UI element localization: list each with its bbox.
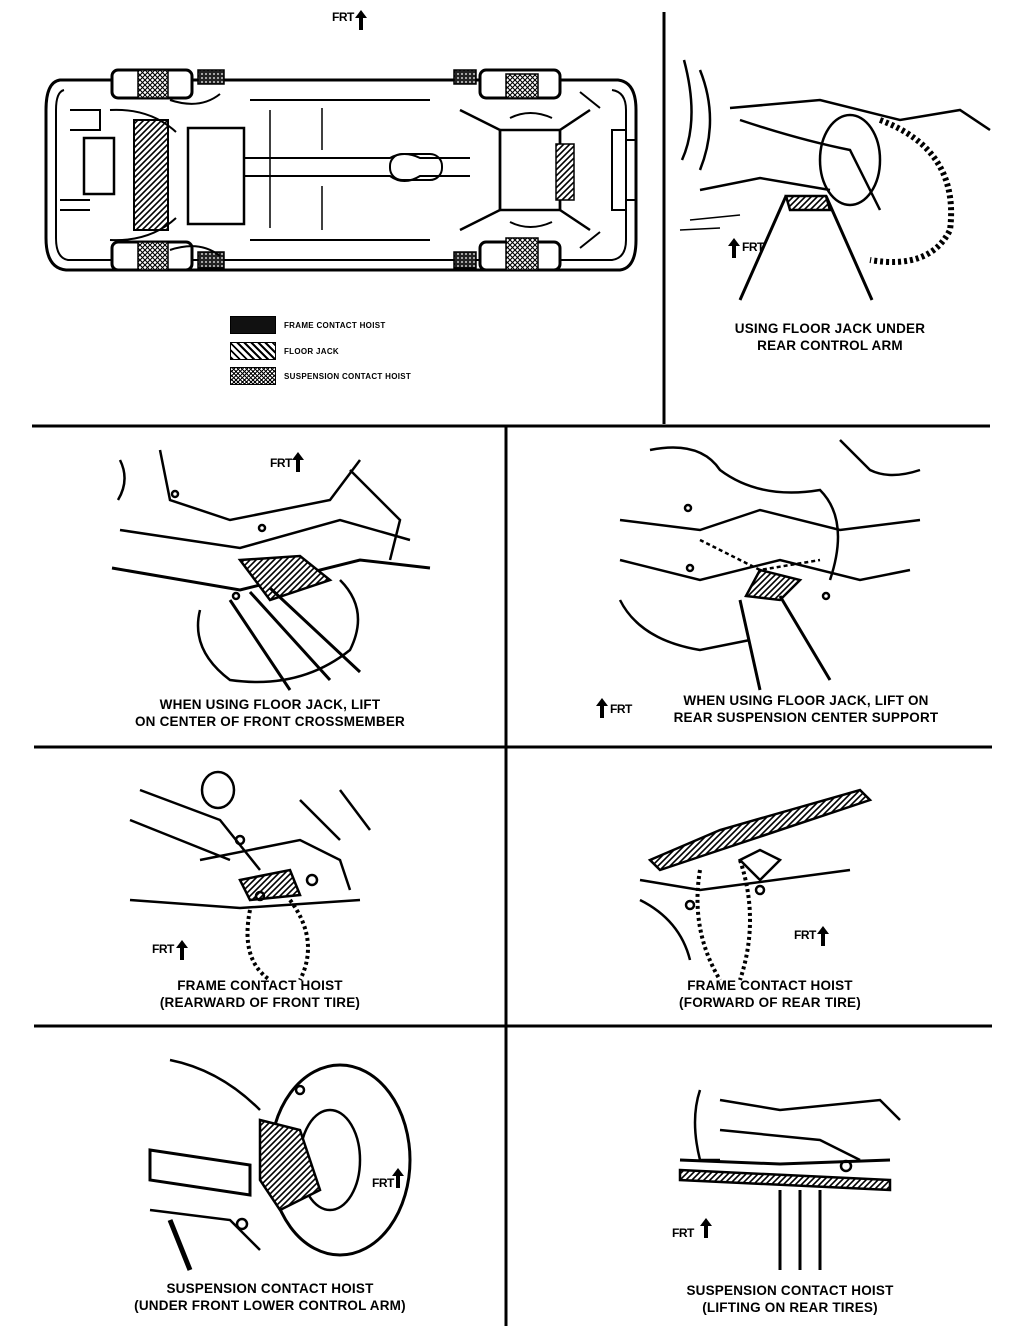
legend-suspension-contact: SUSPENSION CONTACT HOIST — [230, 367, 411, 385]
frt-label: FRT — [672, 1226, 694, 1240]
frt-arrow-icon — [596, 698, 608, 718]
frt-label: FRT — [332, 10, 354, 24]
legend-swatch-jack — [230, 342, 276, 360]
caption-front-crossmember: WHEN USING FLOOR JACK, LIFT ON CENTER OF… — [134, 697, 405, 729]
suspension-contact-front-illustration — [148, 1058, 412, 1271]
caption-frame-front: FRAME CONTACT HOIST (REARWARD OF FRONT T… — [159, 978, 361, 1010]
caption-susp-rear: SUSPENSION CONTACT HOIST (LIFTING ON REA… — [686, 1283, 894, 1315]
frt-arrow-icon — [392, 1168, 404, 1188]
frt-label: FRT — [794, 928, 816, 942]
rear-center-support-illustration — [618, 439, 921, 691]
front-crossmember-illustration — [111, 449, 431, 691]
frt-arrow-icon — [292, 452, 304, 472]
frt-arrow-icon — [176, 940, 188, 960]
frt-arrow-icon — [728, 238, 740, 258]
legend-frame-contact: FRAME CONTACT HOIST — [230, 316, 386, 334]
legend-floor-jack: FLOOR JACK — [230, 342, 339, 360]
frame-contact-rear-illustration — [639, 788, 873, 982]
frame-contact-front-illustration — [129, 770, 371, 982]
panel-dividers — [32, 12, 992, 1326]
caption-frame-rear: FRAME CONTACT HOIST (FORWARD OF REAR TIR… — [679, 978, 861, 1010]
legend-swatch-suspension — [230, 367, 276, 385]
suspension-contact-rear-illustration — [678, 1089, 901, 1270]
vehicle-underside-top-view — [44, 68, 638, 272]
rear-control-arm-illustration — [679, 59, 991, 301]
frt-label: FRT — [742, 240, 764, 254]
frt-arrow-icon — [817, 926, 829, 946]
legend-swatch-frame — [230, 316, 276, 334]
frt-arrow-icon — [700, 1218, 712, 1238]
legend-label: SUSPENSION CONTACT HOIST — [284, 371, 412, 381]
frt-label: FRT — [372, 1176, 394, 1190]
frt-label: FRT — [270, 456, 292, 470]
caption-susp-front: SUSPENSION CONTACT HOIST (UNDER FRONT LO… — [134, 1281, 406, 1313]
frt-arrows — [176, 10, 829, 1238]
legend-label: FLOOR JACK — [284, 346, 339, 356]
frt-label: FRT — [152, 942, 174, 956]
frt-arrow-icon — [355, 10, 367, 30]
frt-label: FRT — [610, 702, 632, 716]
legend-label: FRAME CONTACT HOIST — [284, 320, 386, 330]
caption-rear-center-support: WHEN USING FLOOR JACK, LIFT ON REAR SUSP… — [673, 693, 939, 725]
caption-rear-control-arm: USING FLOOR JACK UNDER REAR CONTROL ARM — [734, 321, 926, 353]
